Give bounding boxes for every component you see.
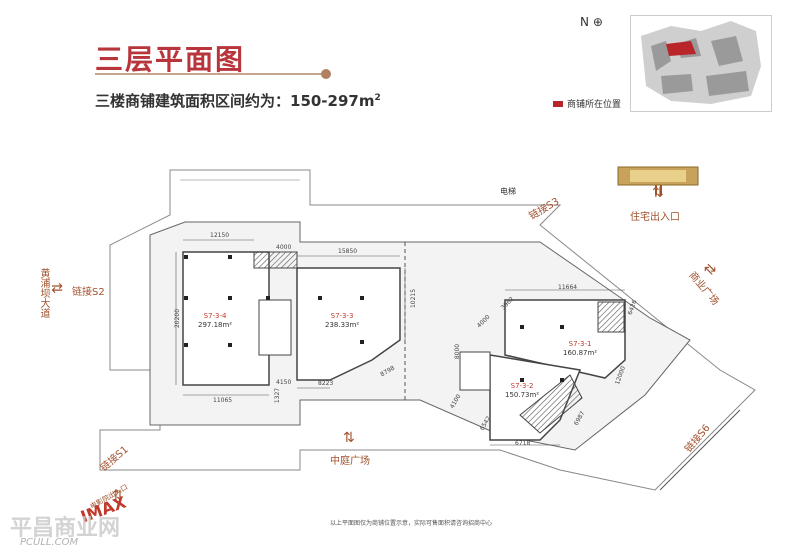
cinema-entry-arrow-icon: ⇅: [112, 488, 124, 504]
dim-6718: 6718: [515, 440, 531, 447]
dim-8000: 8000: [454, 343, 462, 360]
area-range-subtitle: 三楼商铺建筑面积区间约为：150-297m2: [95, 92, 381, 110]
stair-core: [258, 299, 292, 356]
dim-20200: 20200: [174, 308, 182, 329]
site-key-map: [630, 15, 772, 112]
residential-entry-label: 住宅出入口: [630, 212, 680, 223]
legend: 商铺所在位置: [553, 97, 621, 110]
courtyard-plaza-label: 中庭广场: [330, 456, 370, 467]
core-hatch-right: [597, 301, 625, 333]
key-map-drawing: [631, 16, 771, 111]
huangxiba-road-label: 黄浦坝大道: [38, 268, 49, 318]
outer-boundary: [99, 169, 756, 491]
dim-15850: 15850: [338, 248, 358, 255]
watermark-url: PCULL.COM: [20, 537, 79, 548]
watermark: 平昌商业网: [10, 515, 121, 541]
dim-12150: 12150: [210, 232, 230, 239]
courtyard-arrow-icon: ⇅: [343, 430, 355, 446]
dim-4150: 4150: [276, 379, 292, 386]
dim-8223: 8223: [318, 380, 334, 387]
dim-11065: 11065: [213, 397, 233, 404]
highlight-block: [666, 41, 696, 56]
disclaimer-note: 以上平面图仅为商铺位置示意，实际可售面积请咨询招商中心: [330, 520, 493, 527]
link-s2-label: 链接S2: [72, 287, 105, 298]
link-s2-arrow-icon: ⇅: [47, 282, 64, 294]
compass-icon: ⊕: [592, 15, 603, 29]
elevator-label: 电梯: [500, 187, 516, 196]
core-hatch-top: [253, 251, 298, 269]
legend-swatch: [553, 100, 563, 107]
title-dot: [321, 69, 331, 79]
dim-1327: 1327: [274, 387, 282, 404]
unit-s7-3-4-outline: [182, 251, 270, 386]
page-title: 三层平面图: [95, 43, 246, 76]
unit-s7-3-3-outline: [296, 267, 401, 381]
title-underline: [95, 73, 325, 75]
dim-4000-a: 4000: [276, 244, 292, 251]
dim-10215: 10215: [410, 288, 418, 309]
residential-entry-arrow-icon: ⇅: [652, 185, 664, 201]
stair-core-right: [459, 351, 491, 391]
north-arrow: N ⊕: [580, 15, 603, 29]
dim-11664: 11664: [558, 284, 578, 291]
unit-s7-3-1-outline: [504, 299, 626, 379]
